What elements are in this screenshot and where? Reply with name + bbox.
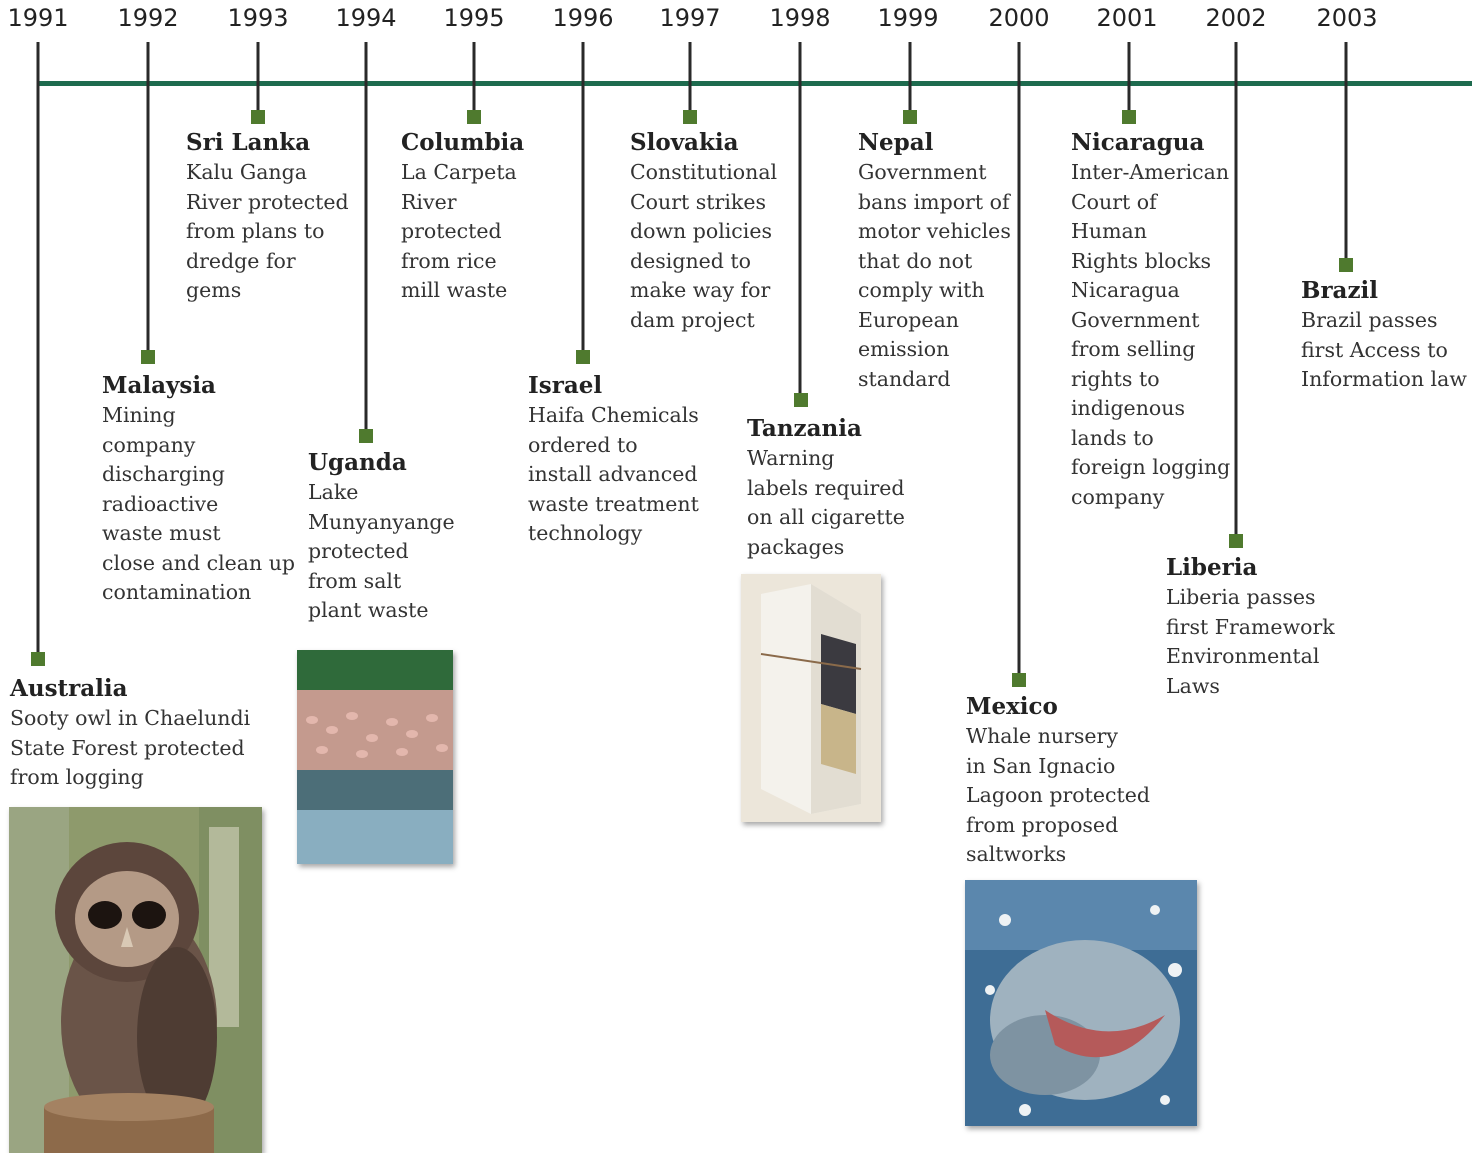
event-country: Brazil (1301, 277, 1378, 304)
stem-1992 (146, 42, 150, 358)
event-country: Columbia (401, 129, 525, 156)
event-country: Israel (528, 372, 603, 399)
event-uganda: Uganda Lake Munyanyange protected from s… (308, 448, 455, 626)
stem-1998 (798, 42, 802, 400)
whale-photo (965, 880, 1197, 1126)
event-description: Brazil passes first Access to Informatio… (1301, 308, 1467, 391)
stem-2002 (1234, 42, 1238, 538)
marker-2000 (1012, 673, 1026, 687)
stem-1995 (472, 42, 476, 118)
year-label-2000: 2000 (988, 4, 1050, 32)
event-description: Sooty owl in Chaelundi State Forest prot… (10, 706, 251, 789)
stem-2003 (1344, 42, 1348, 266)
year-label-2003: 2003 (1316, 4, 1378, 32)
event-columbia: Columbia La Carpeta River protected from… (401, 128, 524, 306)
event-sri-lanka: Sri Lanka Kalu Ganga River protected fro… (186, 128, 349, 306)
year-label-1994: 1994 (335, 4, 397, 32)
marker-1996 (576, 350, 590, 364)
marker-1997 (683, 110, 697, 124)
marker-1998 (794, 393, 808, 407)
marker-1991 (31, 652, 45, 666)
event-liberia: Liberia Liberia passes first Framework E… (1166, 553, 1335, 701)
stem-1999 (908, 42, 912, 118)
event-australia: Australia Sooty owl in Chaelundi State F… (10, 674, 250, 793)
year-label-1991: 1991 (7, 4, 69, 32)
marker-1995 (467, 110, 481, 124)
event-country: Liberia (1166, 554, 1258, 581)
event-description: Inter-American Court of Human Rights blo… (1071, 160, 1231, 509)
stem-1997 (688, 42, 692, 118)
year-label-2001: 2001 (1096, 4, 1158, 32)
event-country: Malaysia (102, 372, 216, 399)
timeline-axis (38, 81, 1472, 86)
marker-2002 (1229, 534, 1243, 548)
year-label-1993: 1993 (227, 4, 289, 32)
event-country: Nepal (858, 129, 934, 156)
stem-2001 (1127, 42, 1131, 118)
event-description: Haifa Chemicals ordered to install advan… (528, 403, 699, 545)
event-israel: Israel Haifa Chemicals ordered to instal… (528, 371, 699, 549)
event-description: Whale nursery in San Ignacio Lagoon prot… (966, 724, 1150, 866)
event-country: Uganda (308, 449, 407, 476)
event-brazil: Brazil Brazil passes first Access to Inf… (1301, 276, 1467, 395)
event-description: Constitutional Court strikes down polici… (630, 160, 778, 332)
event-nepal: Nepal Government bans import of motor ve… (858, 128, 1011, 394)
event-description: Kalu Ganga River protected from plans to… (186, 160, 349, 302)
year-label-1999: 1999 (877, 4, 939, 32)
event-malaysia: Malaysia Mining company discharging radi… (102, 371, 295, 608)
year-label-1998: 1998 (769, 4, 831, 32)
event-description: La Carpeta River protected from rice mil… (401, 160, 517, 302)
stem-1991 (36, 42, 40, 660)
marker-1994 (359, 429, 373, 443)
event-description: Liberia passes first Framework Environme… (1166, 585, 1335, 698)
year-label-1995: 1995 (443, 4, 505, 32)
marker-1999 (903, 110, 917, 124)
event-slovakia: Slovakia Constitutional Court strikes do… (630, 128, 777, 335)
event-description: Mining company discharging radioactive w… (102, 403, 296, 604)
stem-1996 (581, 42, 585, 358)
stem-1993 (256, 42, 260, 118)
event-country: Tanzania (747, 415, 862, 442)
cigarette-pack-photo (741, 574, 881, 822)
event-tanzania: Tanzania Warning labels required on all … (747, 414, 905, 562)
flamingo-lake-photo (297, 650, 453, 864)
year-label-2002: 2002 (1205, 4, 1267, 32)
event-description: Lake Munyanyange protected from salt pla… (308, 480, 455, 622)
event-description: Government bans import of motor vehicles… (858, 160, 1011, 391)
year-label-1992: 1992 (117, 4, 179, 32)
marker-1992 (141, 350, 155, 364)
event-country: Australia (10, 675, 128, 702)
year-label-1997: 1997 (659, 4, 721, 32)
owl-photo (9, 807, 262, 1153)
marker-2001 (1122, 110, 1136, 124)
event-nicaragua: Nicaragua Inter-American Court of Human … (1071, 128, 1230, 512)
event-country: Slovakia (630, 129, 739, 156)
marker-1993 (251, 110, 265, 124)
event-country: Nicaragua (1071, 129, 1205, 156)
event-mexico: Mexico Whale nursery in San Ignacio Lago… (966, 692, 1150, 870)
stem-2000 (1017, 42, 1021, 680)
event-country: Mexico (966, 693, 1058, 720)
year-label-1996: 1996 (552, 4, 614, 32)
marker-2003 (1339, 258, 1353, 272)
event-country: Sri Lanka (186, 129, 311, 156)
event-description: Warning labels required on all cigarette… (747, 446, 905, 559)
stem-1994 (364, 42, 368, 436)
